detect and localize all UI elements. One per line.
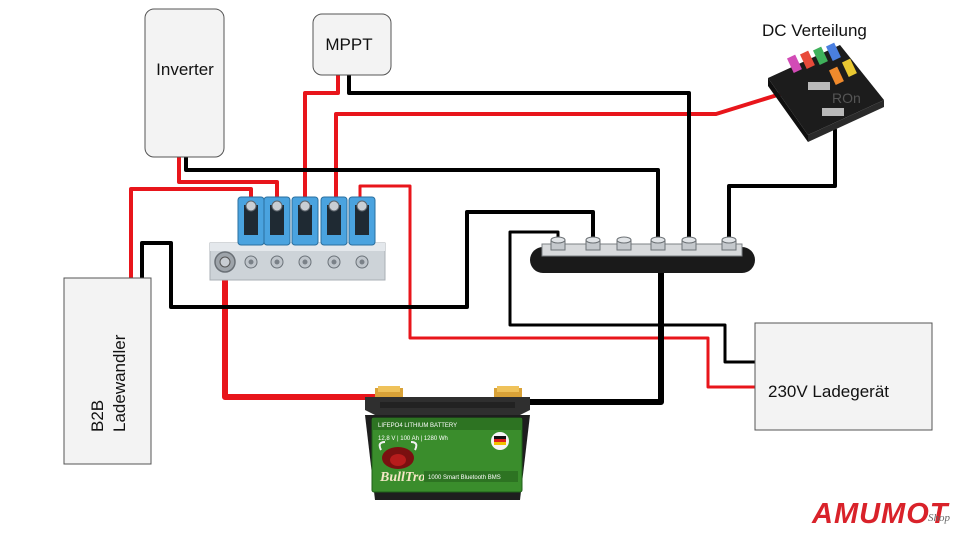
busbar-stud — [550, 236, 566, 251]
wires — [129, 73, 837, 405]
b2b-label-line1: B2B — [88, 400, 107, 432]
dc-distribution-label: DC Verteilung — [762, 21, 867, 40]
fuse-slots — [237, 196, 376, 269]
fuse-slot — [348, 196, 376, 269]
battery: LIFEPO4 LITHIUM BATTERY 12,8 V | 100 Ah … — [365, 386, 530, 500]
busbar-stud — [650, 236, 666, 251]
b2b-label-line2: Ladewandler — [110, 334, 129, 432]
dc-distribution: DC Verteilung ROn — [762, 21, 884, 142]
main-positive-bolt — [214, 251, 236, 273]
mppt-label: MPPT — [325, 35, 372, 54]
b2b-box: B2B Ladewandler — [63, 277, 152, 465]
wire-inverter-positive — [177, 155, 279, 207]
fuse-slot — [291, 196, 319, 269]
wire-inverter-negative — [184, 155, 660, 245]
fuse-holder — [209, 196, 386, 281]
fuse-box-watermark: ROn — [832, 90, 861, 106]
wire-battery-main-positive — [222, 257, 391, 400]
fuse-slot — [320, 196, 348, 269]
inverter-label: Inverter — [156, 60, 214, 79]
inverter-box: Inverter — [144, 8, 225, 158]
wire-dc-negative — [727, 128, 837, 245]
busbar-stud — [585, 236, 601, 251]
wire-b2b-negative — [140, 210, 595, 309]
battery-bms: 1000 Smart Bluetooth BMS — [428, 475, 501, 481]
busbar-studs — [550, 236, 737, 251]
busbar-stud — [721, 236, 737, 251]
bull-logo-icon — [378, 441, 418, 469]
logo-main: AMUMOT — [811, 498, 950, 530]
fuse-box-image: ROn — [768, 42, 884, 142]
busbar-stud — [681, 236, 697, 251]
charger-label: 230V Ladegerät — [768, 382, 889, 401]
wire-charger-positive — [358, 184, 757, 389]
logo-sub: Shop — [928, 512, 951, 524]
amumot-logo: AMUMOT Shop — [811, 498, 951, 530]
charger-box: 230V Ladegerät — [754, 322, 933, 431]
battery-specs: 12,8 V | 100 Ah | 1280 Wh — [378, 436, 448, 442]
wire-mppt-negative — [347, 73, 691, 245]
mppt-box: MPPT — [312, 13, 392, 76]
wire-dc-positive — [334, 86, 802, 207]
busbar-stud — [616, 236, 632, 251]
negative-busbar — [530, 236, 755, 273]
fuse-slot — [263, 196, 291, 269]
wire-battery-main-negative — [501, 259, 664, 405]
fuse-slot — [237, 196, 265, 269]
battery-brand: BullTron — [379, 470, 433, 485]
wire-charger-negative — [508, 230, 757, 364]
wire-mppt-positive — [303, 73, 340, 207]
battery-header: LIFEPO4 LITHIUM BATTERY — [378, 423, 457, 429]
